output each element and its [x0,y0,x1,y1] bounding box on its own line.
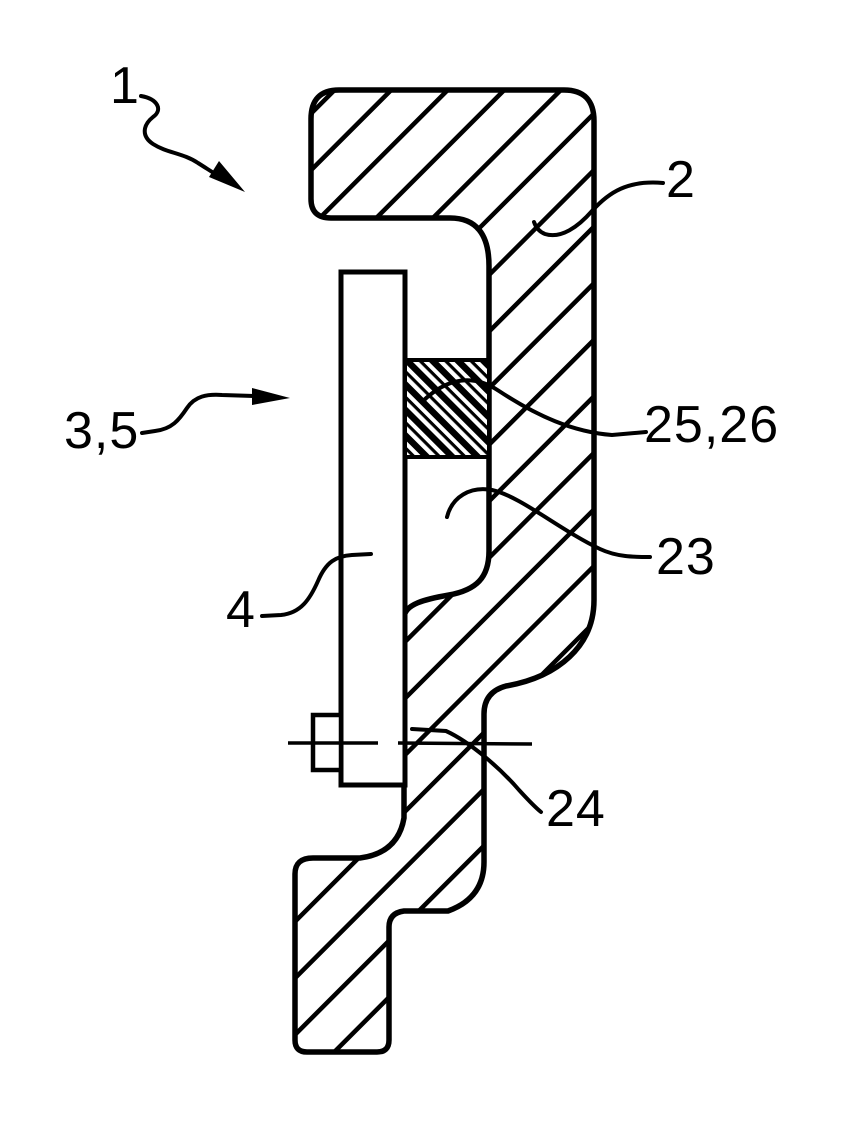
seal-element-section [403,358,491,459]
outer-component-section [292,87,597,1055]
reference-numeral-23: 23 [656,528,716,586]
leader-line-1 [139,94,219,177]
leader-line-23 [445,487,652,559]
leader-line-25-26 [421,378,648,438]
reference-numeral-25-26: 25,26 [644,396,779,454]
reference-numeral-3-5: 3,5 [64,402,139,460]
leader-line-2 [532,180,665,238]
leader-line-3-5 [140,392,256,435]
leader-line-24 [410,727,543,814]
leader-line-4 [260,552,373,618]
inner-plate-section [338,269,408,788]
centerline [288,741,533,746]
reference-numeral-24: 24 [546,780,606,838]
reference-numeral-1: 1 [110,57,140,115]
arrowhead-1 [209,161,245,192]
reference-numeral-4: 4 [226,581,256,639]
reference-numeral-2: 2 [666,151,696,209]
arrowhead-3-5 [252,388,290,405]
